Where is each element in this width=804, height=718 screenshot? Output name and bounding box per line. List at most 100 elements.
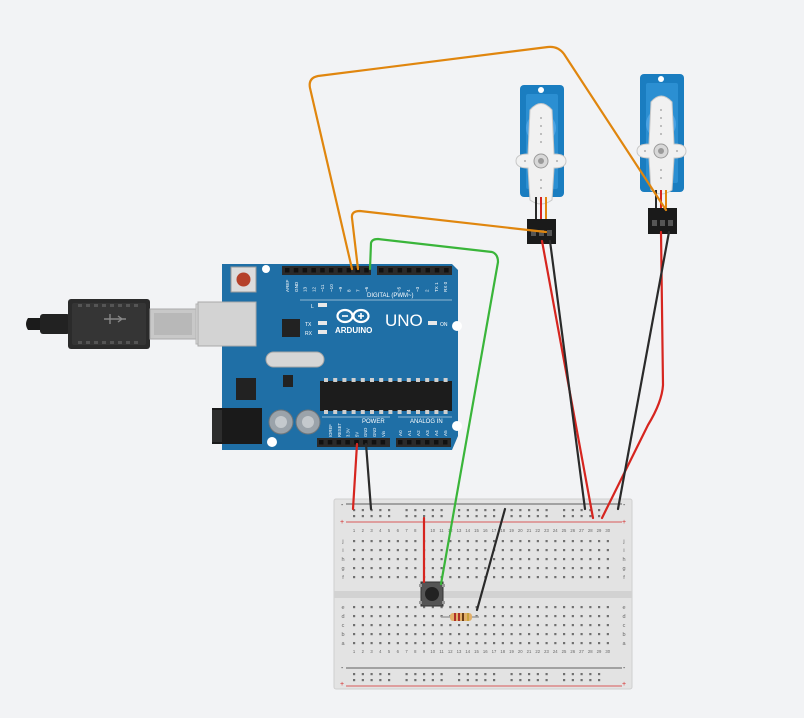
terminal-hole[interactable] xyxy=(361,624,364,627)
terminal-hole[interactable] xyxy=(458,576,461,579)
rail-hole[interactable] xyxy=(466,679,469,682)
rail-hole[interactable] xyxy=(484,679,487,682)
terminal-hole[interactable] xyxy=(563,576,566,579)
terminal-hole[interactable] xyxy=(414,615,417,618)
rail-hole[interactable] xyxy=(571,673,574,676)
rail-hole[interactable] xyxy=(475,679,478,682)
rail-hole[interactable] xyxy=(545,679,548,682)
header-pin[interactable] xyxy=(285,268,290,273)
terminal-hole[interactable] xyxy=(519,606,522,609)
rail-hole[interactable] xyxy=(379,515,382,518)
terminal-hole[interactable] xyxy=(484,624,487,627)
terminal-hole[interactable] xyxy=(353,642,356,645)
terminal-hole[interactable] xyxy=(405,567,408,570)
terminal-hole[interactable] xyxy=(466,567,469,570)
terminal-hole[interactable] xyxy=(466,624,469,627)
terminal-hole[interactable] xyxy=(449,549,452,552)
terminal-hole[interactable] xyxy=(589,615,592,618)
rail-hole[interactable] xyxy=(405,673,408,676)
terminal-hole[interactable] xyxy=(414,549,417,552)
rail-hole[interactable] xyxy=(405,515,408,518)
rail-hole[interactable] xyxy=(423,509,426,512)
rail-hole[interactable] xyxy=(388,673,391,676)
terminal-hole[interactable] xyxy=(388,558,391,561)
terminal-hole[interactable] xyxy=(466,642,469,645)
rail-hole[interactable] xyxy=(414,515,417,518)
terminal-hole[interactable] xyxy=(414,642,417,645)
header-pin[interactable] xyxy=(398,440,403,445)
rail-hole[interactable] xyxy=(423,673,426,676)
terminal-hole[interactable] xyxy=(501,633,504,636)
terminal-hole[interactable] xyxy=(388,615,391,618)
terminal-hole[interactable] xyxy=(396,549,399,552)
terminal-hole[interactable] xyxy=(536,576,539,579)
terminal-hole[interactable] xyxy=(475,540,478,543)
terminal-hole[interactable] xyxy=(388,576,391,579)
terminal-hole[interactable] xyxy=(545,642,548,645)
terminal-hole[interactable] xyxy=(379,606,382,609)
terminal-hole[interactable] xyxy=(589,567,592,570)
terminal-hole[interactable] xyxy=(510,558,513,561)
terminal-hole[interactable] xyxy=(545,624,548,627)
terminal-hole[interactable] xyxy=(545,615,548,618)
terminal-hole[interactable] xyxy=(563,606,566,609)
terminal-hole[interactable] xyxy=(598,606,601,609)
terminal-hole[interactable] xyxy=(440,615,443,618)
terminal-hole[interactable] xyxy=(370,633,373,636)
terminal-hole[interactable] xyxy=(440,540,443,543)
rail-hole[interactable] xyxy=(414,673,417,676)
terminal-hole[interactable] xyxy=(493,615,496,618)
rail-hole[interactable] xyxy=(388,515,391,518)
terminal-hole[interactable] xyxy=(528,558,531,561)
terminal-hole[interactable] xyxy=(396,540,399,543)
terminal-hole[interactable] xyxy=(466,633,469,636)
rail-hole[interactable] xyxy=(589,515,592,518)
terminal-hole[interactable] xyxy=(536,615,539,618)
terminal-hole[interactable] xyxy=(449,576,452,579)
terminal-hole[interactable] xyxy=(519,633,522,636)
terminal-hole[interactable] xyxy=(353,558,356,561)
terminal-hole[interactable] xyxy=(580,549,583,552)
terminal-hole[interactable] xyxy=(528,642,531,645)
terminal-hole[interactable] xyxy=(449,558,452,561)
rail-hole[interactable] xyxy=(440,515,443,518)
terminal-hole[interactable] xyxy=(606,633,609,636)
header-pin[interactable] xyxy=(311,268,316,273)
terminal-hole[interactable] xyxy=(554,633,557,636)
terminal-hole[interactable] xyxy=(414,624,417,627)
terminal-hole[interactable] xyxy=(554,549,557,552)
terminal-hole[interactable] xyxy=(501,624,504,627)
terminal-hole[interactable] xyxy=(361,633,364,636)
rail-hole[interactable] xyxy=(379,509,382,512)
terminal-hole[interactable] xyxy=(466,558,469,561)
rail-hole[interactable] xyxy=(353,679,356,682)
terminal-hole[interactable] xyxy=(396,633,399,636)
header-pin[interactable] xyxy=(354,440,359,445)
terminal-hole[interactable] xyxy=(606,540,609,543)
rail-hole[interactable] xyxy=(519,515,522,518)
terminal-hole[interactable] xyxy=(405,576,408,579)
rail-hole[interactable] xyxy=(361,679,364,682)
terminal-hole[interactable] xyxy=(501,615,504,618)
header-pin[interactable] xyxy=(444,268,449,273)
terminal-hole[interactable] xyxy=(388,642,391,645)
rail-hole[interactable] xyxy=(493,509,496,512)
rail-hole[interactable] xyxy=(510,509,513,512)
terminal-hole[interactable] xyxy=(379,540,382,543)
terminal-hole[interactable] xyxy=(370,576,373,579)
rail-hole[interactable] xyxy=(545,673,548,676)
terminal-hole[interactable] xyxy=(510,624,513,627)
terminal-hole[interactable] xyxy=(423,633,426,636)
terminal-hole[interactable] xyxy=(414,633,417,636)
terminal-hole[interactable] xyxy=(440,624,443,627)
breadboard[interactable]: 1122334455667788991010111112121313141415… xyxy=(333,498,633,690)
terminal-hole[interactable] xyxy=(589,576,592,579)
terminal-hole[interactable] xyxy=(536,558,539,561)
terminal-hole[interactable] xyxy=(528,576,531,579)
rail-hole[interactable] xyxy=(361,509,364,512)
header-pin[interactable] xyxy=(337,268,343,273)
terminal-hole[interactable] xyxy=(563,567,566,570)
terminal-hole[interactable] xyxy=(554,558,557,561)
rail-hole[interactable] xyxy=(493,673,496,676)
